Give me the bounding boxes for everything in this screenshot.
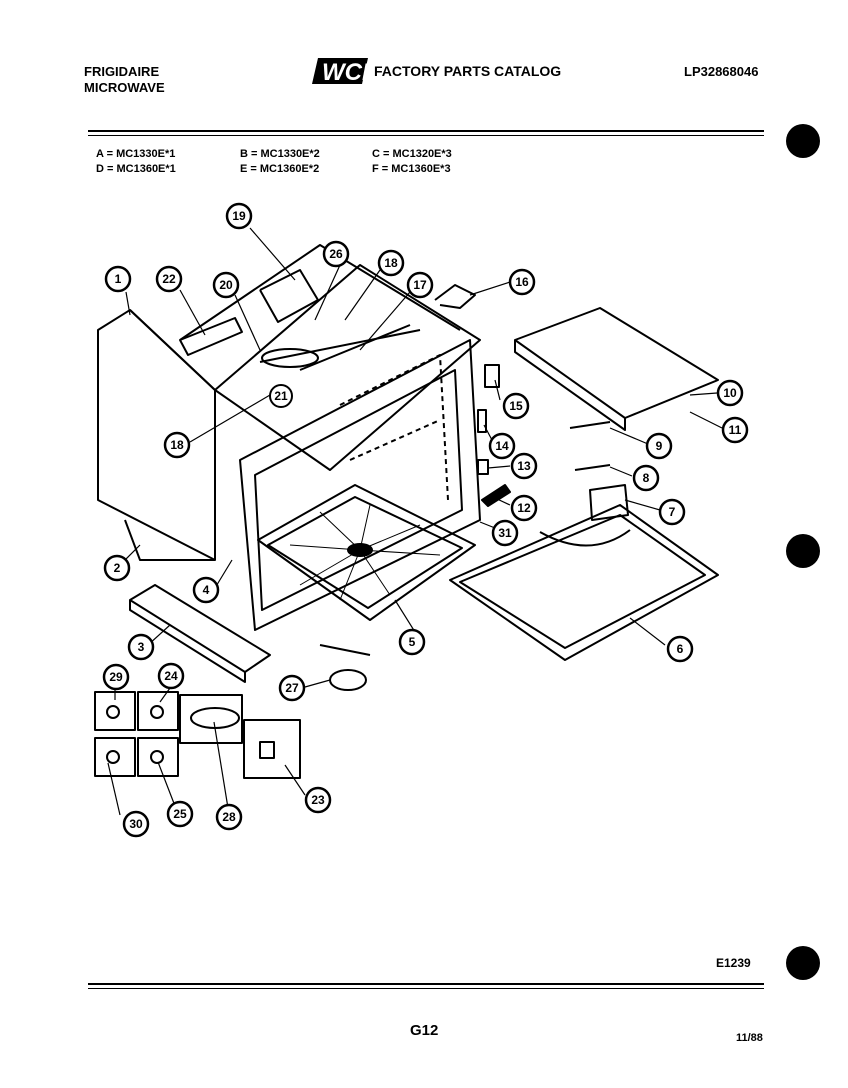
callout-13: 13: [510, 452, 538, 480]
catalog-number: LP32868046: [684, 64, 759, 79]
callout-12: 12: [510, 494, 538, 522]
callout-23: 23: [304, 786, 332, 814]
svg-text:22: 22: [162, 272, 176, 286]
callout-4: 4: [192, 576, 220, 604]
parts-line-art: [94, 227, 723, 816]
svg-text:15: 15: [509, 399, 523, 413]
svg-text:24: 24: [164, 669, 178, 683]
logo-text: WCI: [322, 59, 370, 86]
callout-1: 1: [104, 265, 132, 293]
callout-14: 14: [488, 432, 516, 460]
callout-22: 22: [155, 265, 183, 293]
svg-text:12: 12: [517, 501, 531, 515]
catalog-title: FACTORY PARTS CATALOG: [374, 63, 562, 79]
svg-text:10: 10: [723, 386, 737, 400]
svg-text:27: 27: [285, 681, 299, 695]
svg-text:9: 9: [656, 439, 663, 453]
callout-16: 16: [508, 268, 536, 296]
svg-text:4: 4: [203, 583, 210, 597]
svg-text:21: 21: [274, 389, 288, 403]
svg-text:6: 6: [677, 642, 684, 656]
svg-text:7: 7: [669, 505, 676, 519]
callout-9: 9: [645, 432, 673, 460]
callout-7: 7: [658, 498, 686, 526]
svg-text:28: 28: [222, 810, 236, 824]
svg-text:18: 18: [170, 438, 184, 452]
callout-6: 6: [666, 635, 694, 663]
model-e: E = MC1360E*2: [240, 163, 319, 175]
svg-text:20: 20: [219, 278, 233, 292]
model-b: B = MC1330E*2: [240, 148, 320, 160]
svg-text:3: 3: [138, 640, 145, 654]
svg-text:23: 23: [311, 793, 325, 807]
brand-block: FRIGIDAIRE MICROWAVE: [84, 64, 165, 96]
svg-text:31: 31: [498, 526, 512, 540]
callout-15: 15: [502, 392, 530, 420]
callout-8: 8: [632, 464, 660, 492]
svg-text:8: 8: [643, 471, 650, 485]
callout-27: 27: [278, 674, 306, 702]
svg-text:13: 13: [517, 459, 531, 473]
wci-logo: WCI: [312, 58, 370, 86]
model-d: D = MC1360E*1: [96, 163, 176, 175]
callout-11: 11: [721, 416, 749, 444]
svg-text:11: 11: [729, 423, 742, 437]
callout-10: 10: [716, 379, 744, 407]
svg-text:26: 26: [329, 247, 343, 261]
callout-29: 29: [102, 663, 130, 691]
svg-text:25: 25: [173, 807, 187, 821]
binder-hole-top: [786, 124, 820, 158]
model-a: A = MC1330E*1: [96, 148, 175, 160]
callout-24: 24: [157, 662, 185, 690]
binder-hole-bottom: [786, 946, 820, 980]
svg-text:16: 16: [515, 275, 529, 289]
svg-text:17: 17: [413, 278, 427, 292]
svg-text:2: 2: [114, 561, 121, 575]
model-list: A = MC1330E*1 B = MC1330E*2 C = MC1320E*…: [96, 148, 452, 175]
callout-18-lower: 18: [163, 431, 191, 459]
callout-31: 31: [491, 519, 519, 547]
callout-26: 26: [322, 240, 350, 268]
print-date: 11/88: [736, 1032, 763, 1044]
callouts: 1 2 3 4 5 6 7 8 9 10 11 12 13 14 15 16 1…: [102, 202, 749, 838]
model-f: F = MC1360E*3: [372, 163, 451, 175]
binder-hole-middle: [786, 534, 820, 568]
svg-text:14: 14: [495, 439, 509, 453]
callout-3: 3: [127, 633, 155, 661]
callout-2: 2: [103, 554, 131, 582]
svg-text:19: 19: [232, 209, 246, 223]
brand-name: FRIGIDAIRE: [84, 64, 160, 79]
svg-text:18: 18: [384, 256, 398, 270]
callout-30: 30: [122, 810, 150, 838]
callout-5: 5: [398, 628, 426, 656]
callout-18: 18: [377, 249, 405, 277]
callout-21: 21: [269, 384, 293, 408]
model-c: C = MC1320E*3: [372, 148, 452, 160]
drawing-code: E1239: [716, 956, 751, 970]
callout-28: 28: [215, 803, 243, 831]
svg-text:1: 1: [115, 272, 122, 286]
callout-19: 19: [225, 202, 253, 230]
svg-text:5: 5: [409, 635, 416, 649]
callout-17: 17: [406, 271, 434, 299]
page-number: G12: [410, 1022, 439, 1039]
product-type: MICROWAVE: [84, 80, 165, 95]
callout-20: 20: [212, 271, 240, 299]
svg-text:30: 30: [129, 817, 143, 831]
svg-text:29: 29: [109, 670, 123, 684]
callout-25: 25: [166, 800, 194, 828]
